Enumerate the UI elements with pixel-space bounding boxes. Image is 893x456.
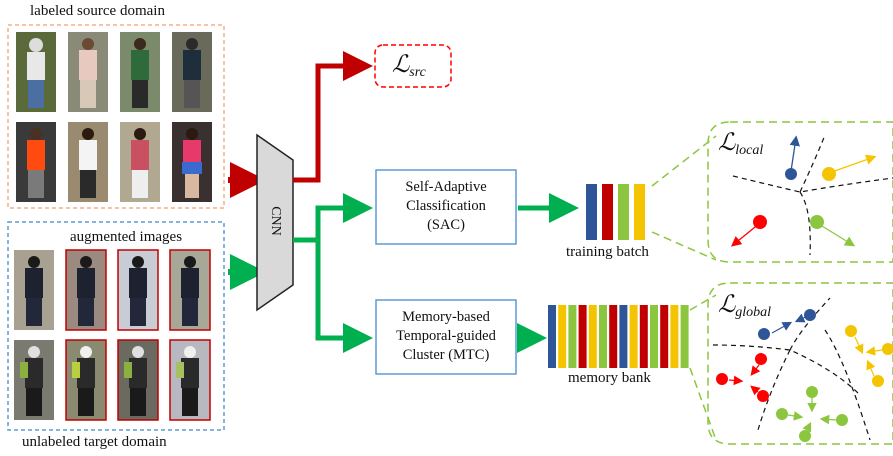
source-images: [16, 32, 212, 202]
green-point: [810, 215, 824, 229]
feature-bar-yellow: [588, 305, 597, 368]
feature-bar-lightgreen: [568, 305, 577, 368]
person-image: [16, 122, 56, 202]
blue-point: [758, 328, 770, 340]
yellow-point: [822, 167, 836, 181]
src-branch-line: [293, 51, 373, 183]
yellow-point: [845, 325, 857, 337]
person-image: [14, 250, 54, 330]
red-point: [755, 353, 767, 365]
training-batch-label: training batch: [566, 244, 649, 260]
source-domain-label: labeled source domain: [30, 3, 165, 19]
person-image: [169, 339, 211, 421]
green-point: [776, 408, 788, 420]
feature-bar-yellow: [558, 305, 567, 368]
person-image: [117, 249, 159, 331]
global-cluster-plot: [712, 297, 893, 442]
global-panel: [707, 282, 893, 445]
feature-bar-blue: [619, 305, 628, 368]
person-image: [117, 339, 159, 421]
person-image: [68, 122, 108, 202]
person-image: [172, 122, 212, 202]
person-image: [120, 32, 160, 112]
person-image: [120, 122, 160, 202]
global-loss-label: ℒglobal: [718, 292, 772, 321]
local-loss-label: ℒlocal: [718, 130, 764, 159]
yellow-point: [882, 343, 893, 355]
person-image: [14, 340, 54, 420]
local-zoom-line-bottom: [651, 231, 717, 261]
person-image: [68, 32, 108, 112]
target-domain-label: unlabeled target domain: [22, 434, 167, 450]
local-panel: [707, 121, 893, 263]
person-image: [65, 339, 107, 421]
mtc-box: [375, 299, 517, 375]
person-image: [16, 32, 56, 112]
target-images: [14, 249, 211, 421]
sac-box: [375, 169, 517, 245]
feature-bar-yellow: [634, 184, 645, 240]
augmented-images-label: augmented images: [70, 229, 183, 245]
green-point: [799, 430, 811, 442]
sac-branch-line: [293, 193, 373, 243]
mtc-branch-line: [315, 240, 373, 353]
memory-bank-label: memory bank: [568, 370, 651, 386]
feature-bar-red: [578, 305, 587, 368]
feature-bar-lightgreen: [650, 305, 658, 368]
feature-bar-blue: [586, 184, 597, 240]
global-zoom-line-bottom: [689, 367, 717, 441]
local-zoom-line-top: [651, 135, 717, 187]
blue-point: [804, 309, 816, 321]
blue-point: [785, 168, 797, 180]
person-image: [172, 32, 212, 112]
source-domain-box: [7, 24, 225, 209]
feature-bar-lightgreen: [680, 305, 689, 368]
local-cluster-plot: [730, 134, 893, 256]
green-point: [806, 386, 818, 398]
feature-bar-blue: [548, 305, 556, 368]
feature-bar-red: [660, 305, 669, 368]
feature-bar-yellow: [629, 305, 638, 368]
feature-bar-red: [609, 305, 618, 368]
green-point: [836, 414, 848, 426]
cnn-block: [256, 133, 294, 312]
src-loss-box: [374, 44, 452, 88]
red-point: [716, 373, 728, 385]
feature-bar-lightgreen: [618, 184, 629, 240]
cnn-label: CNN: [268, 206, 283, 236]
person-image: [169, 249, 211, 331]
red-point: [757, 390, 769, 402]
global-zoom-line-top: [689, 294, 717, 311]
person-image: [65, 249, 107, 331]
red-point: [753, 215, 767, 229]
src-loss-label: ℒsrc: [392, 52, 426, 81]
yellow-point: [872, 375, 884, 387]
target-domain-box: [7, 221, 225, 431]
feature-bar-red: [639, 305, 648, 368]
training-batch-bars: [586, 184, 645, 240]
feature-bar-yellow: [670, 305, 679, 368]
feature-bar-lightgreen: [599, 305, 607, 368]
memory-bank-bars: [548, 305, 689, 368]
feature-bar-red: [602, 184, 613, 240]
